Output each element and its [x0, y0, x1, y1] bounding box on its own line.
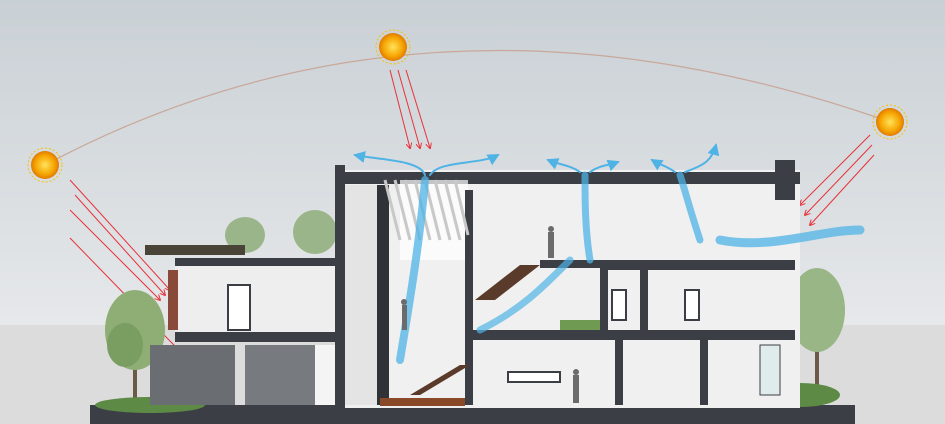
tree-right	[789, 268, 845, 400]
airflow-arrows	[353, 143, 865, 364]
tree-left	[105, 290, 165, 405]
staircase	[475, 265, 540, 300]
foundation	[90, 405, 855, 424]
sun-icon	[27, 147, 63, 183]
stone-wall	[150, 345, 235, 405]
staircase	[410, 365, 470, 395]
human-figures	[401, 226, 579, 403]
sun-icon	[872, 104, 908, 140]
floor-slab	[465, 330, 795, 340]
sun-icon	[375, 29, 411, 65]
left-wing	[145, 245, 345, 405]
stone-wall	[245, 345, 315, 405]
sun-path	[44, 49, 891, 166]
main-building	[335, 160, 800, 408]
